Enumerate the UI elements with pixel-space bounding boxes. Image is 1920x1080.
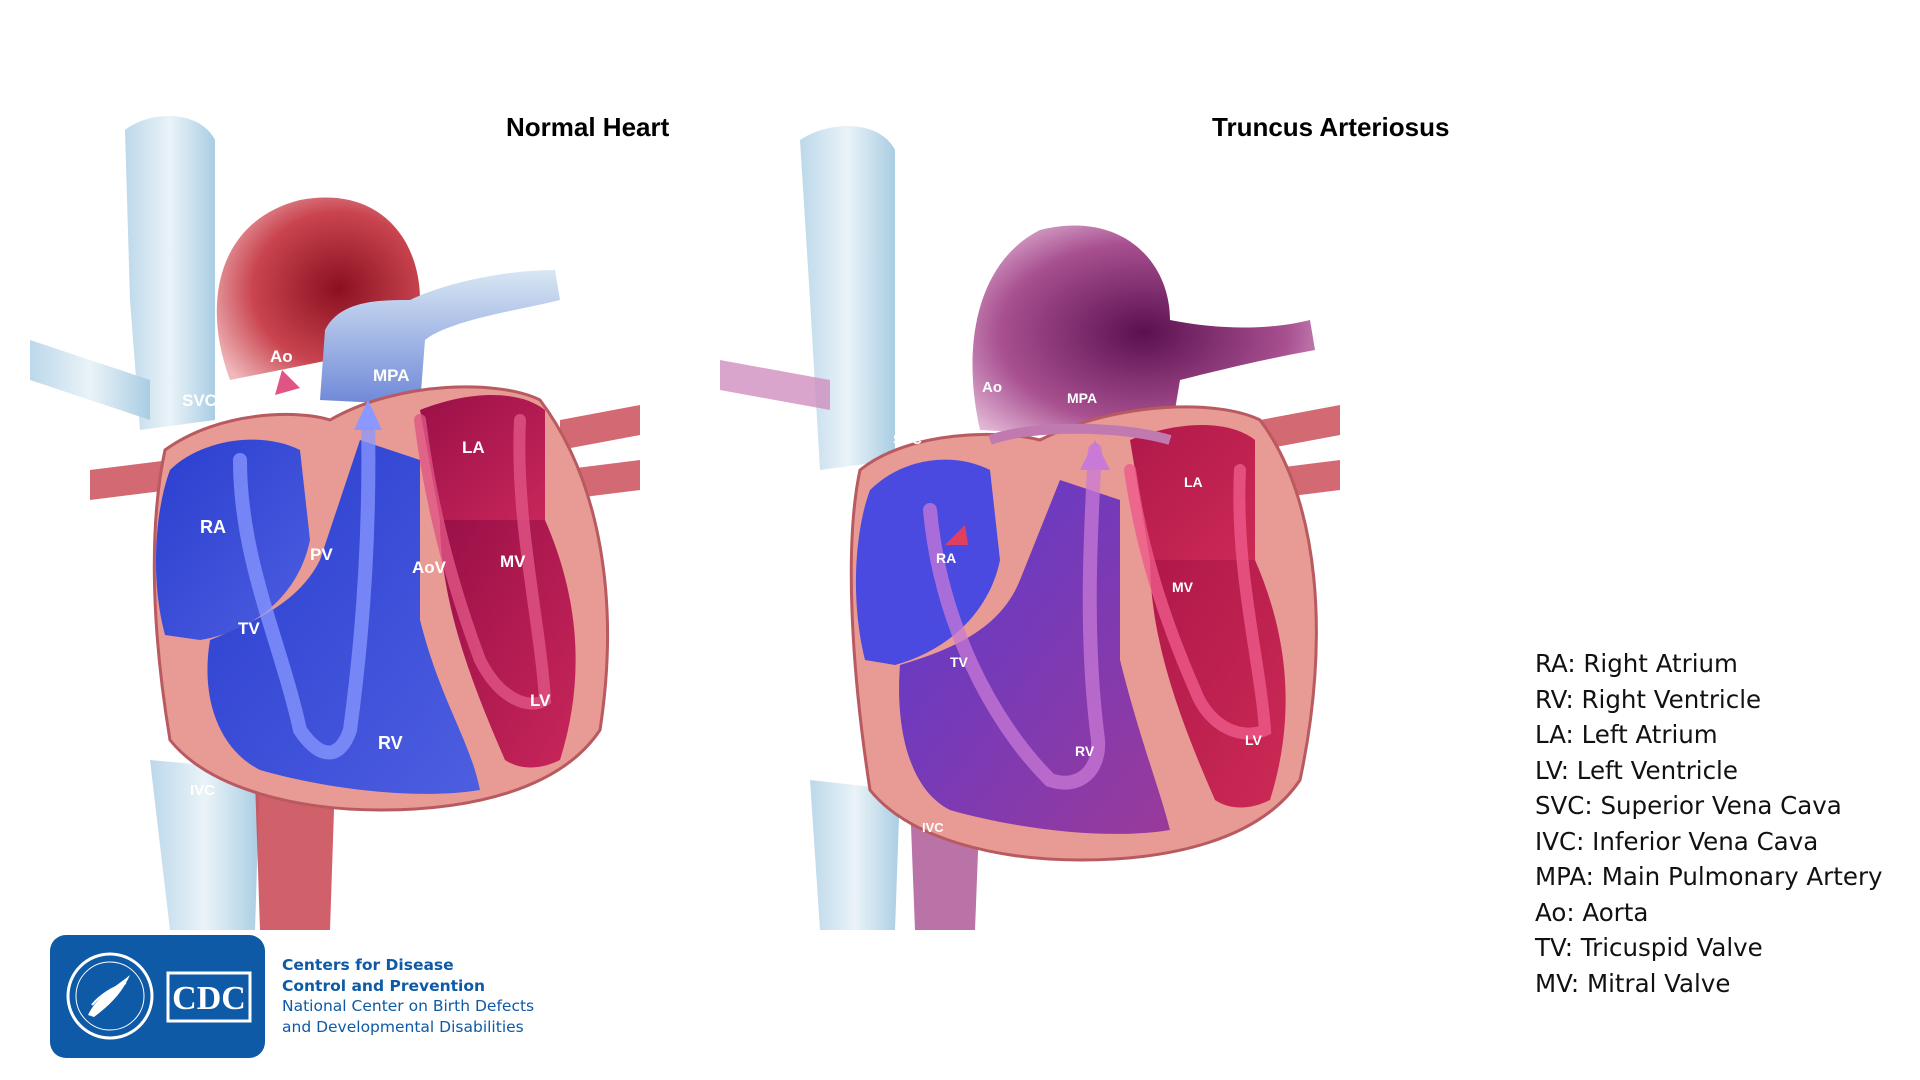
flow-path-right — [233, 413, 376, 760]
normal-heart-title: Normal Heart — [506, 112, 670, 142]
aorta — [216, 197, 420, 380]
flow-path-left — [1124, 464, 1272, 740]
cdc-wordmark: Centers for Disease Control and Preventi… — [282, 955, 534, 1037]
truncal-valve — [988, 423, 1172, 445]
label-ao: Ao — [982, 379, 1002, 396]
legend-item: LA: Left Atrium — [1535, 720, 1718, 749]
cdc-mark: CDC — [172, 980, 246, 1017]
label-svc: SVC — [182, 391, 217, 410]
label-tv: TV — [950, 654, 969, 670]
flow-arrow-trunk — [1080, 440, 1110, 470]
pulmonary-branch-left — [720, 360, 830, 410]
hhs-seal-icon: CDC — [66, 952, 252, 1040]
label-lv: LV — [1245, 732, 1263, 748]
pulmonary-vein-left — [90, 460, 170, 500]
flow-path-mixed — [923, 443, 1106, 790]
label-rv: RV — [1075, 743, 1095, 759]
cdc-logo: CDC — [50, 935, 265, 1058]
flow-arrow-ao — [275, 370, 300, 395]
label-mv: MV — [1172, 579, 1194, 595]
label-la: LA — [1184, 474, 1203, 490]
svc-vessel — [800, 126, 895, 471]
label-aov: AoV — [412, 558, 447, 577]
label-pv: PV — [310, 545, 333, 564]
legend-item: IVC: Inferior Vena Cava — [1535, 826, 1819, 856]
normal-heart-illustration: Ao MPA SVC LA RA PV AoV MV TV LV RV IVC — [30, 116, 640, 930]
svc-vessel — [125, 116, 215, 431]
label-mpa: MPA — [1067, 390, 1097, 406]
ivc-vessel — [810, 780, 900, 930]
legend-item: TV: Tricuspid Valve — [1535, 933, 1763, 962]
truncus-arteriosus — [972, 225, 1315, 440]
truncus-heart-illustration: Ao MPA SVC LA RA MV TV RV LV IVC — [720, 126, 1340, 930]
main-pulmonary-artery — [320, 270, 560, 405]
right-atrium — [855, 459, 1000, 665]
label-svc: SVC — [893, 431, 922, 447]
label-ivc: IVC — [190, 782, 215, 799]
legend-item: MV: Mitral Valve — [1535, 968, 1731, 998]
descending-aorta — [255, 780, 335, 930]
abbreviation-legend: RA: Right Atrium RV: Right Ventricle LA:… — [1535, 646, 1883, 1001]
legend-item: LV: Left Ventricle — [1535, 755, 1738, 785]
legend-item: MPA: Main Pulmonary Artery — [1535, 862, 1883, 891]
right-pulmonary-branch — [30, 340, 150, 420]
label-ra: RA — [200, 517, 226, 537]
cdc-line-4: and Developmental Disabilities — [282, 1017, 524, 1036]
cdc-line-2: Control and Prevention — [282, 976, 486, 995]
cdc-line-3: National Center on Birth Defects — [282, 997, 535, 1015]
flow-path-left — [414, 414, 552, 710]
label-la: LA — [462, 438, 485, 457]
label-mpa: MPA — [373, 366, 410, 385]
right-atrium — [155, 439, 310, 640]
legend-item: Ao: Aorta — [1535, 897, 1649, 927]
legend-item: RV: Right Ventricle — [1535, 684, 1762, 714]
cdc-line-1: Centers for Disease — [282, 956, 454, 974]
label-ao: Ao — [270, 347, 293, 366]
label-ra: RA — [936, 550, 956, 566]
label-tv: TV — [238, 619, 260, 638]
ivc-vessel — [150, 760, 260, 930]
legend-item: SVC: Superior Vena Cava — [1535, 791, 1842, 820]
legend-item: RA: Right Atrium — [1535, 649, 1738, 678]
flow-arrow-mpa — [354, 400, 382, 430]
right-ventricle — [207, 440, 480, 794]
label-ivc: IVC — [922, 820, 944, 835]
regurgitation-arrow — [945, 525, 968, 545]
label-lv: LV — [530, 691, 551, 710]
left-atrium — [1130, 425, 1255, 560]
label-rv: RV — [378, 733, 403, 753]
truncus-arteriosus-title: Truncus Arteriosus — [1212, 112, 1450, 142]
label-mv: MV — [500, 552, 526, 571]
